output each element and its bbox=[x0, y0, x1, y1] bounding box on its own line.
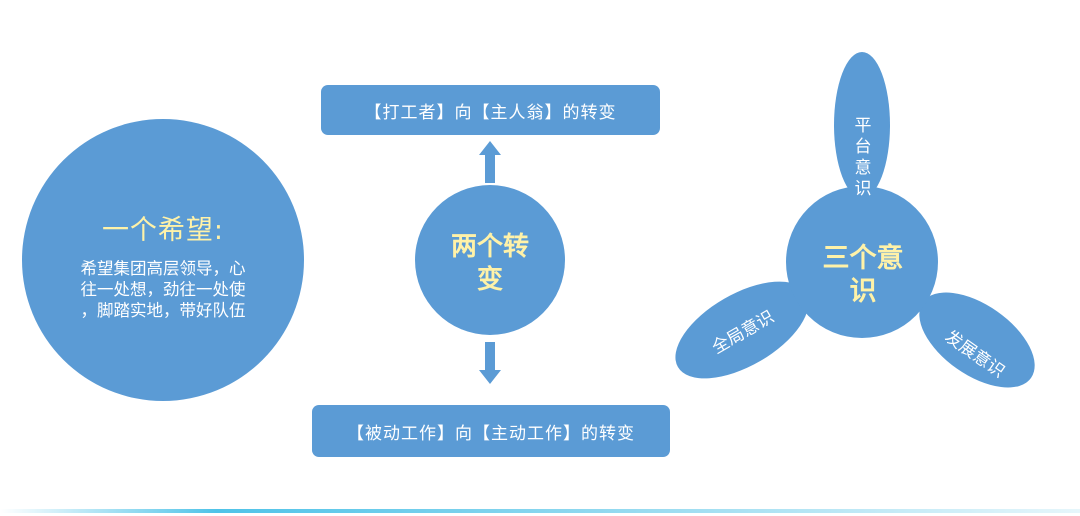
three-awareness-line: 三个意 bbox=[822, 243, 904, 274]
hope-body-line: 往一处想，劲往一处使 bbox=[80, 280, 246, 299]
top-petal-char: 识 bbox=[854, 179, 872, 199]
transformation-bottom-box: 【被动工作】向【主动工作】的转变 bbox=[312, 405, 670, 457]
transformation-top-box: 【打工者】向【主人翁】的转变 bbox=[321, 85, 660, 135]
transformation-bottom-label: 【被动工作】向【主动工作】的转变 bbox=[347, 423, 635, 444]
two-transformations-circle bbox=[415, 185, 565, 335]
propeller-hub bbox=[786, 186, 938, 338]
two-transformations-line: 变 bbox=[476, 265, 503, 295]
bottom-divider-line bbox=[0, 509, 1080, 513]
left-petal bbox=[675, 281, 809, 379]
arrow-up-icon bbox=[479, 141, 501, 183]
top-petal-char: 平 bbox=[854, 116, 872, 136]
three-awareness-label: 三个意 识 bbox=[787, 242, 939, 308]
hope-body-line: 希望集团高层领导，心 bbox=[80, 259, 246, 278]
hope-body: 希望集团高层领导，心 往一处想，劲往一处使 ，脚踏实地，带好队伍 bbox=[52, 258, 274, 321]
hope-circle bbox=[22, 119, 304, 401]
hope-title: 一个希望: bbox=[101, 215, 225, 246]
hope-body-line: ，脚踏实地，带好队伍 bbox=[80, 301, 246, 320]
top-petal bbox=[834, 52, 890, 198]
top-petal-char: 台 bbox=[854, 137, 872, 157]
two-transformations-line: 两个转 bbox=[450, 232, 529, 262]
three-awareness-line: 识 bbox=[849, 276, 877, 307]
right-petal bbox=[919, 292, 1035, 388]
top-petal-char: 意 bbox=[854, 158, 872, 178]
transformation-top-label: 【打工者】向【主人翁】的转变 bbox=[364, 102, 617, 123]
top-petal-label: 平 台 意 识 bbox=[848, 116, 878, 200]
two-transformations-label: 两个转 变 bbox=[415, 231, 565, 297]
arrow-down-icon bbox=[479, 342, 501, 384]
